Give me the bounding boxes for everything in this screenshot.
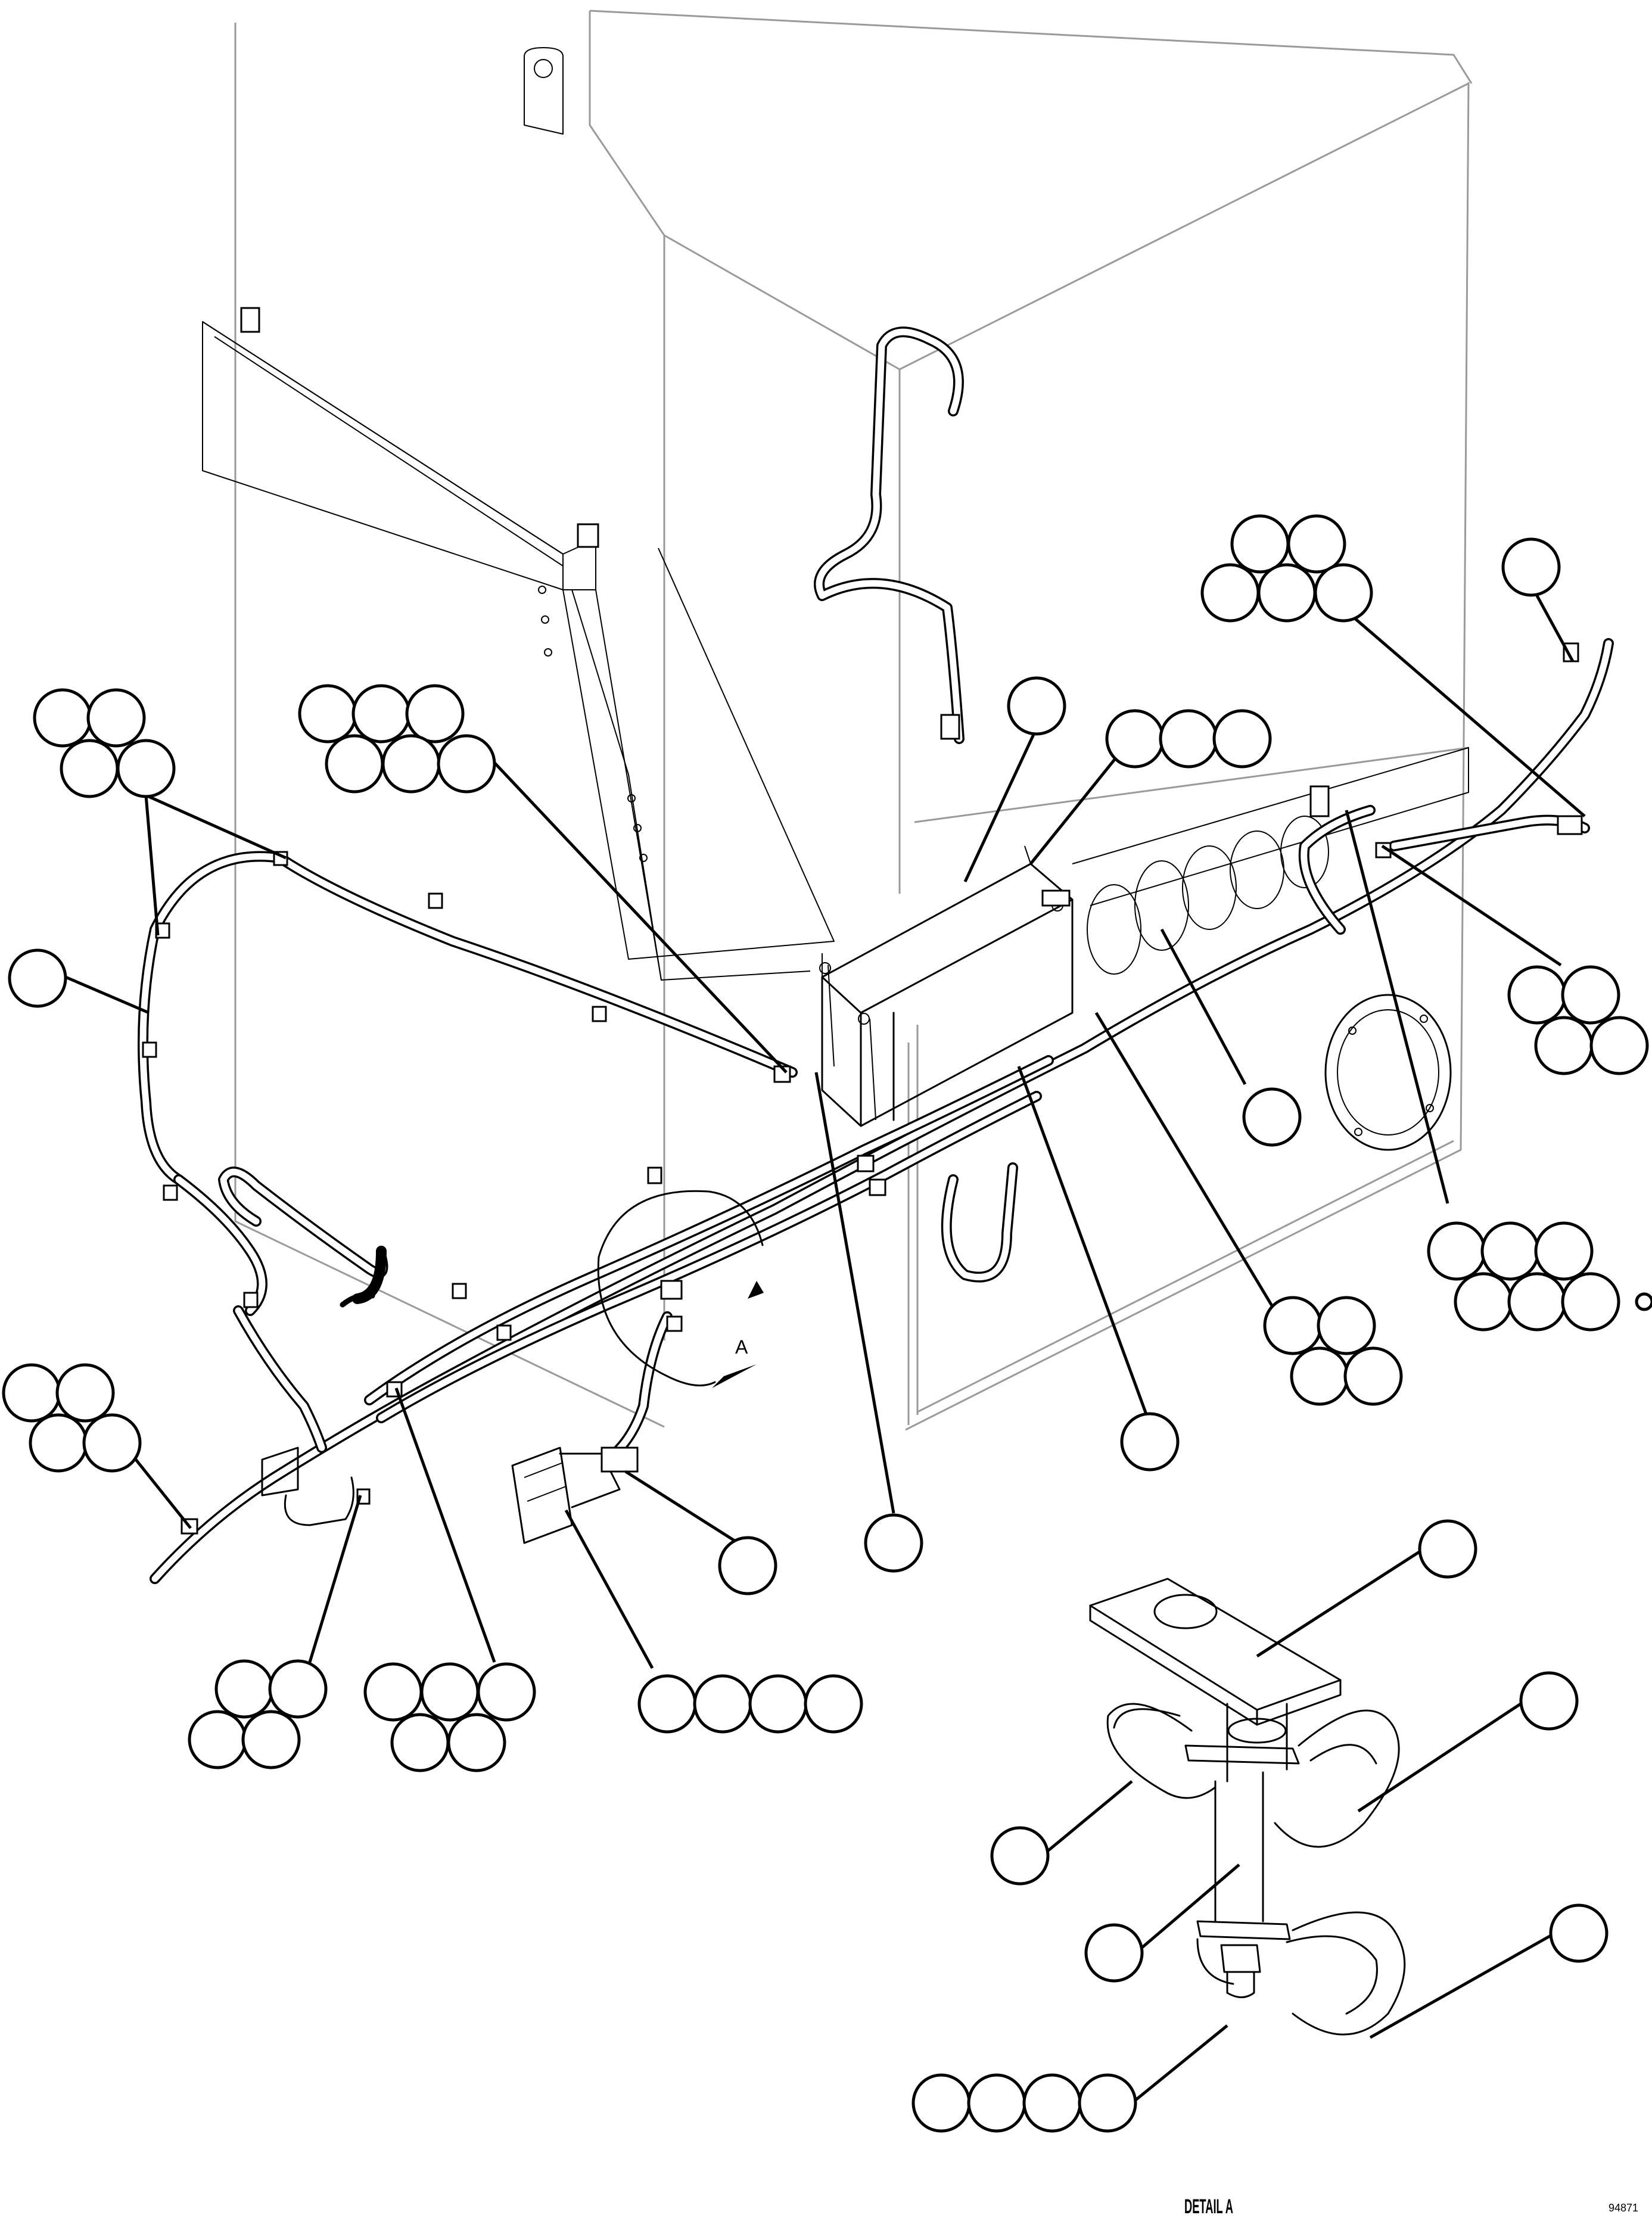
item-bubble xyxy=(1120,1412,1180,1472)
item-bubble xyxy=(1343,1346,1403,1406)
item-bubble xyxy=(60,739,119,798)
item-bubbles xyxy=(2,514,1652,2133)
detail-title: DETAIL A xyxy=(1184,2195,1233,2218)
item-bubble xyxy=(804,1674,863,1734)
item-bubble xyxy=(637,1674,697,1734)
item-bubble xyxy=(241,1710,301,1769)
item-bubble xyxy=(1507,1272,1567,1332)
item-bubble xyxy=(437,734,496,794)
item-bubble xyxy=(33,688,92,748)
item-bubble xyxy=(967,2073,1026,2133)
connector-plug xyxy=(511,1446,639,1544)
item-bubble xyxy=(390,1713,450,1772)
item-bubble xyxy=(1200,563,1260,623)
detail-callout-label: A xyxy=(735,1336,748,1358)
item-bubble xyxy=(1078,2073,1137,2133)
leader-lines xyxy=(65,595,1586,1669)
item-bubble xyxy=(298,684,357,744)
item-bubble xyxy=(693,1674,752,1734)
detail-leader-lines xyxy=(1044,1547,1556,2104)
item-bubble xyxy=(1480,1221,1540,1281)
item-bubble xyxy=(1418,1519,1477,1579)
item-bubble xyxy=(1314,563,1373,623)
item-bubble xyxy=(188,1710,247,1769)
item-bubble xyxy=(1507,965,1567,1025)
item-bubble xyxy=(1534,1221,1594,1281)
item-bubble xyxy=(351,684,411,744)
bulkhead-panel xyxy=(1072,747,1469,1151)
item-bubble xyxy=(1287,514,1346,574)
item-bubble xyxy=(381,734,441,794)
item-bubble xyxy=(1242,1087,1302,1147)
item-bubble xyxy=(477,1662,536,1722)
item-bubble xyxy=(1230,514,1290,574)
item-bubble xyxy=(325,734,384,794)
item-bubble xyxy=(1257,563,1317,623)
item-bubble xyxy=(1427,1221,1486,1281)
drawing-number: 94871 xyxy=(1609,2202,1638,2214)
item-bubble xyxy=(447,1713,506,1772)
item-bubble xyxy=(214,1659,274,1719)
item-bubble xyxy=(1022,2073,1082,2133)
harness-clips xyxy=(142,642,1583,1535)
item-bubble xyxy=(82,1413,142,1473)
item-bubble xyxy=(8,948,67,1008)
item-bubble xyxy=(1589,1016,1649,1075)
item-bubble xyxy=(1263,1296,1323,1355)
item-bubble xyxy=(1561,965,1620,1025)
item-bubble xyxy=(29,1413,88,1473)
item-bubble xyxy=(911,2073,971,2133)
item-bubble xyxy=(718,1536,777,1595)
item-bubble xyxy=(1454,1272,1513,1332)
item-bubble xyxy=(116,739,176,798)
item-bubble xyxy=(1105,709,1165,769)
item-bubble xyxy=(86,688,146,748)
control-box xyxy=(819,845,1074,1127)
lifting-lug xyxy=(524,47,564,135)
item-bubble xyxy=(55,1363,115,1423)
item-bubble xyxy=(1501,537,1561,597)
junction-box xyxy=(261,1446,354,1526)
item-bubble xyxy=(1159,709,1218,769)
item-bubble xyxy=(1317,1296,1376,1355)
detail-callout: A xyxy=(597,1190,764,1388)
item-bubble xyxy=(1635,1292,1652,1311)
item-bubble xyxy=(1534,1016,1594,1075)
item-bubble xyxy=(1212,709,1272,769)
item-bubble xyxy=(420,1662,480,1722)
item-bubble xyxy=(1290,1346,1349,1406)
item-bubble xyxy=(1007,676,1066,736)
item-bubble xyxy=(1519,1671,1579,1731)
item-bubble xyxy=(1549,1903,1609,1963)
item-bubble xyxy=(1561,1272,1620,1332)
cabinet-outline xyxy=(234,10,1473,1431)
item-bubble xyxy=(1084,1923,1144,1983)
item-bubble xyxy=(748,1674,808,1734)
item-bubble xyxy=(363,1662,423,1722)
item-bubble xyxy=(990,1826,1050,1886)
item-bubble xyxy=(268,1659,328,1719)
item-bubble xyxy=(2,1363,61,1423)
item-bubble xyxy=(405,684,465,744)
upper-duct xyxy=(202,307,835,981)
item-bubble xyxy=(864,1513,923,1573)
detail-a-clamp xyxy=(1089,1578,1406,2036)
harness-wires xyxy=(138,326,1614,1584)
